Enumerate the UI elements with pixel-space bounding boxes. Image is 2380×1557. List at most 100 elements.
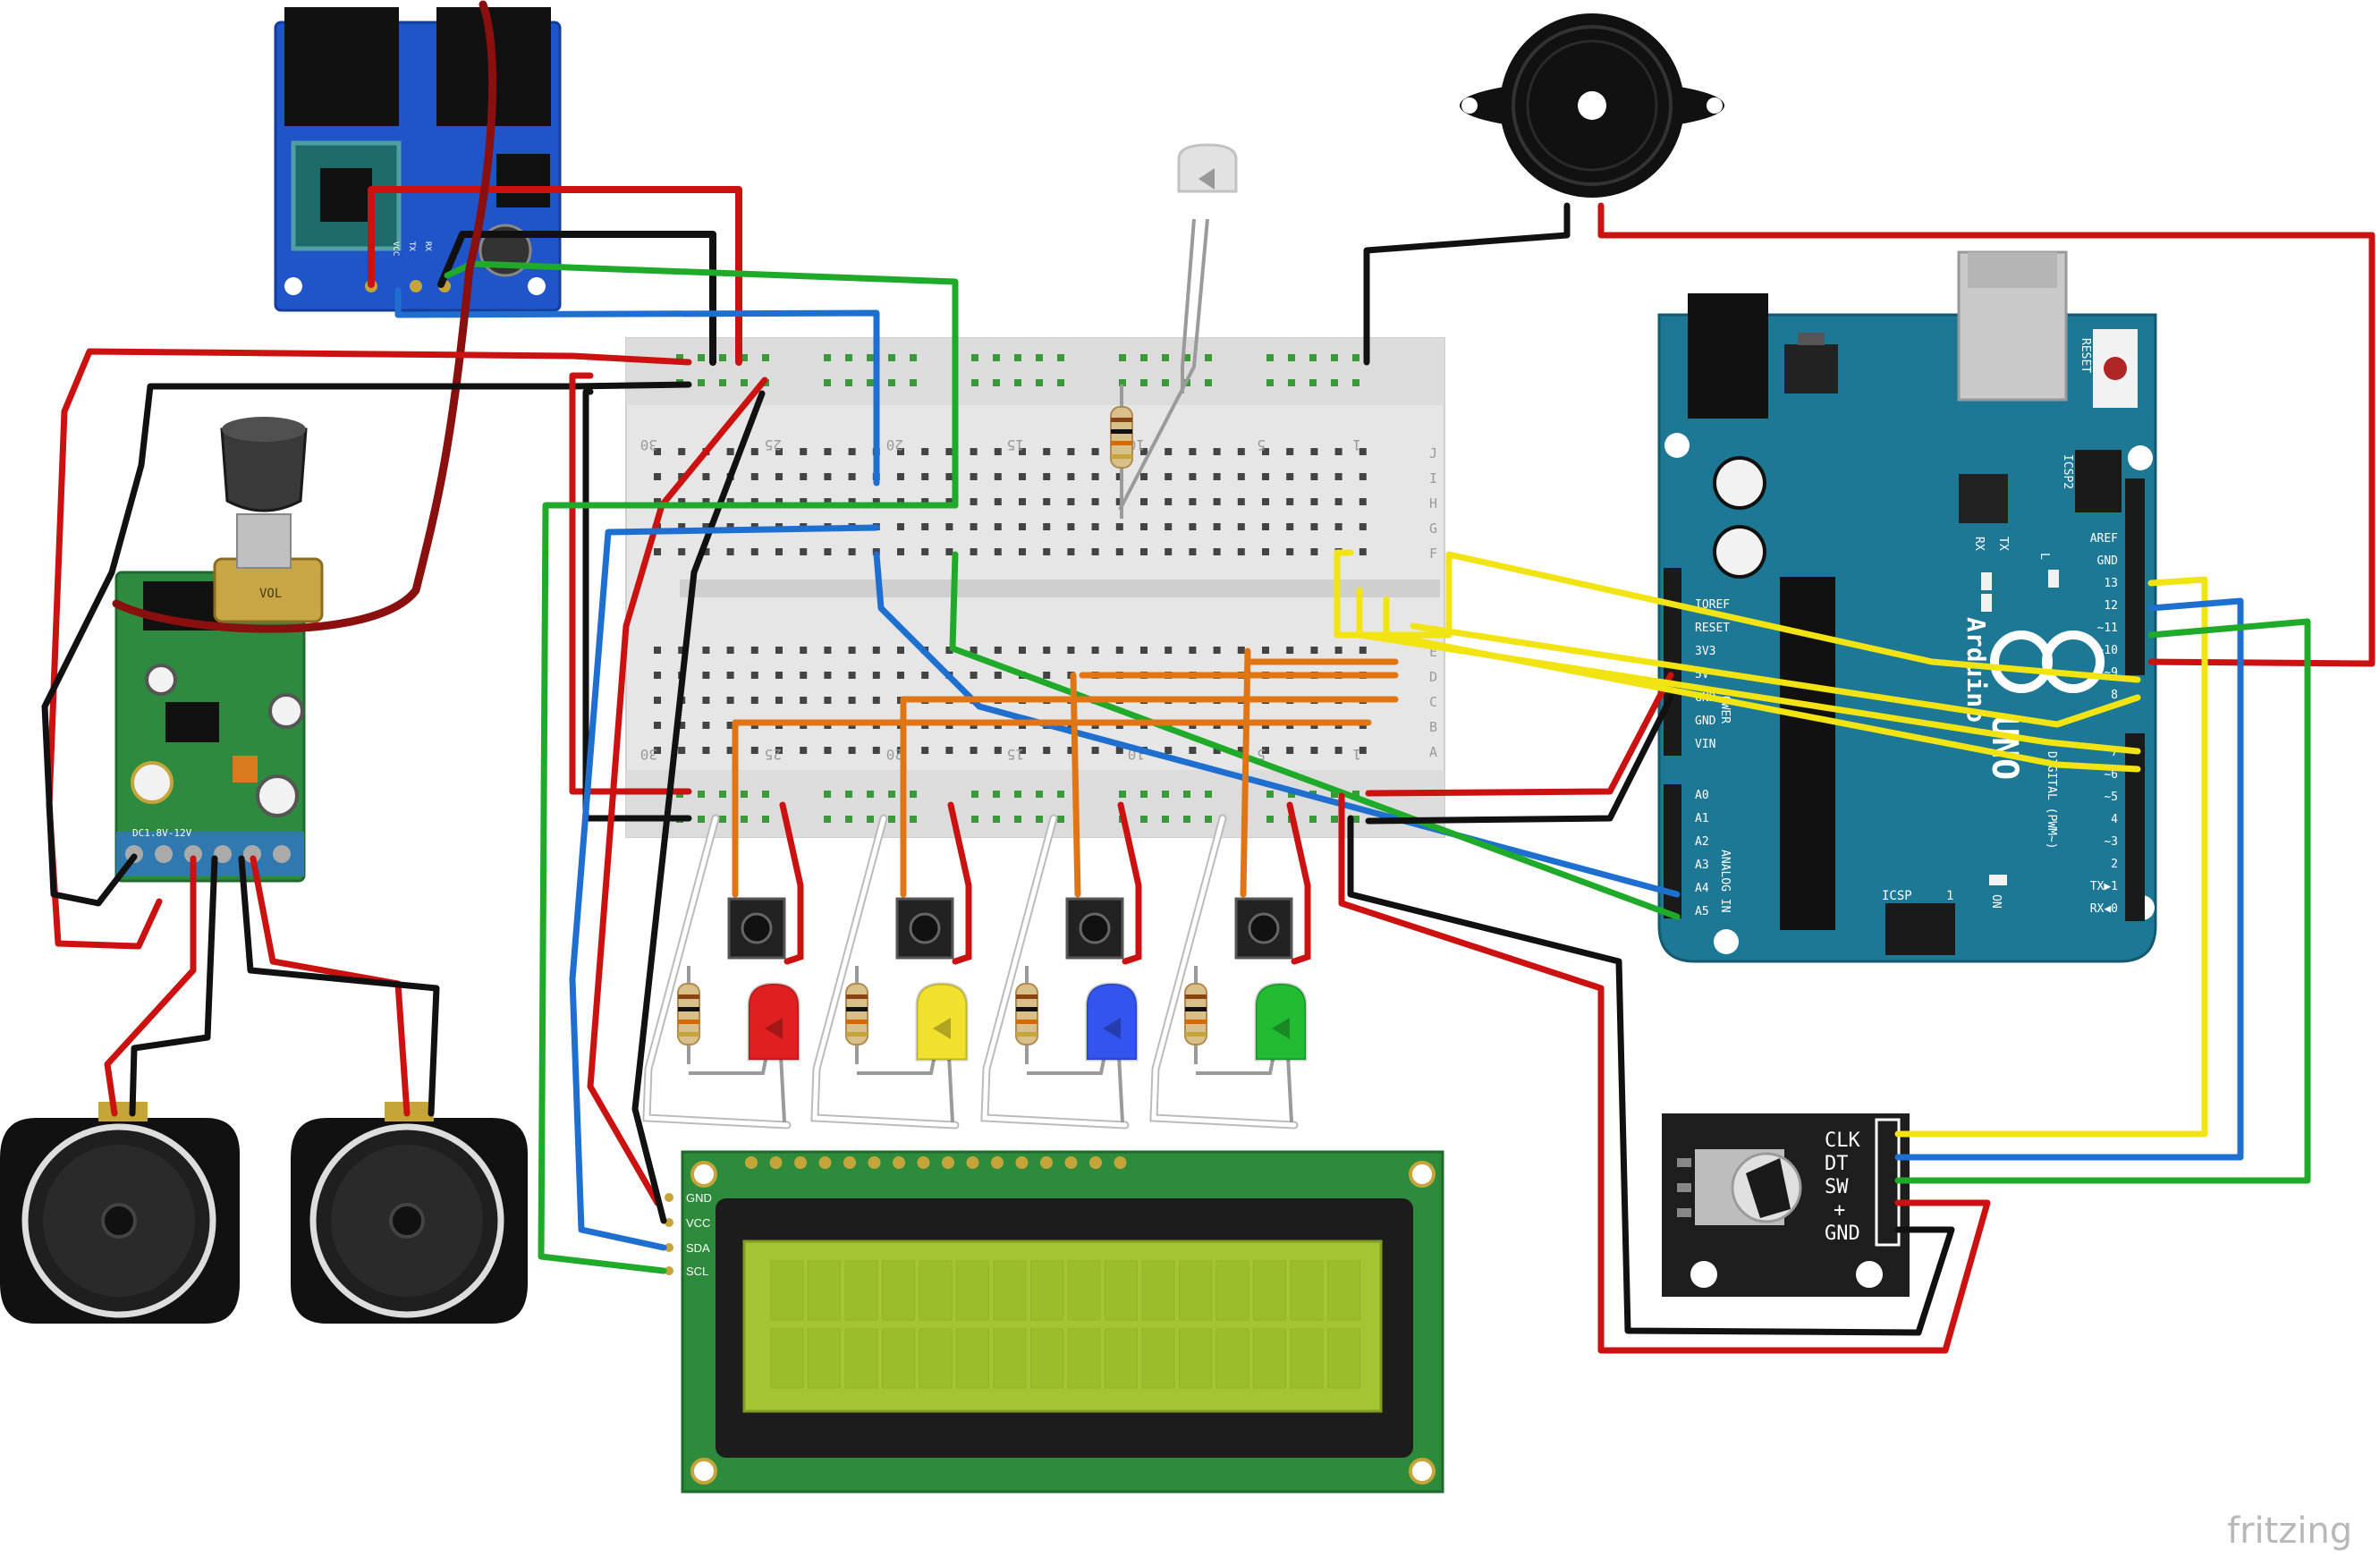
breadboard-hole [775, 672, 783, 679]
icsp2-label: ICSP2 [2061, 454, 2074, 489]
breadboard-rail-hole [867, 354, 874, 361]
led-symbol [1103, 1018, 1121, 1039]
lcd-header-pin [1089, 1156, 1102, 1169]
usb-b-port-top [1968, 252, 2057, 288]
breadboard-hole [1140, 523, 1148, 530]
wire-yellow [1334, 549, 2141, 683]
breadboard-hole [872, 647, 880, 654]
push-button-cap[interactable] [909, 912, 941, 944]
breadboard-hole [897, 647, 904, 654]
breadboard-hole [750, 647, 758, 654]
breadboard-hole [750, 697, 758, 704]
wire-white [644, 816, 790, 1128]
push-button-cap[interactable] [741, 912, 773, 944]
encoder-shaft[interactable] [1746, 1158, 1791, 1218]
breadboard-rail-hole [824, 816, 831, 823]
breadboard-hole [945, 548, 953, 555]
wire-black [631, 390, 766, 1224]
digital-header-top [2125, 478, 2145, 675]
column-number: 15 [1007, 746, 1024, 763]
mounting-hole [690, 1161, 717, 1188]
breadboard-hole [1043, 672, 1051, 679]
resistor-band [678, 994, 699, 999]
lcd-character-cell [956, 1328, 989, 1389]
breadboard-hole [945, 498, 953, 505]
buzzer-mount-hole [1707, 97, 1723, 114]
resistor-band [1016, 1020, 1038, 1024]
analog-header [1664, 784, 1681, 918]
breadboard-rail-hole [1331, 379, 1338, 386]
lcd-character-cell [1141, 1328, 1175, 1389]
breadboard-hole [824, 647, 832, 654]
reset-button-cap[interactable] [2104, 357, 2127, 380]
lcd-header-pin [1064, 1156, 1078, 1169]
breadboard-hole [1286, 473, 1294, 480]
capacitor-top [1716, 460, 1763, 506]
lcd-header-pin [917, 1156, 930, 1169]
breadboard-hole [1189, 448, 1197, 455]
breadboard-rail-hole [1266, 816, 1274, 823]
digital-pin-label: RX◀0 [2090, 902, 2118, 916]
push-button-cap[interactable] [1079, 912, 1111, 944]
lcd-character-cell [1030, 1328, 1063, 1389]
breadboard-hole [1262, 523, 1269, 530]
digital-pin-label: 7 [2111, 746, 2118, 759]
mp3-pin-label: VCC [391, 241, 400, 256]
breadboard-hole [678, 647, 686, 654]
amp-capacitor [131, 761, 174, 804]
breadboard-hole [702, 523, 710, 530]
breadboard-hole [1115, 647, 1123, 654]
digital-pin-label: TX▶1 [2090, 880, 2118, 893]
push-button-cap[interactable] [1248, 912, 1280, 944]
breadboard-rail-hole [1057, 354, 1064, 361]
encoder-pin-label: + [1834, 1199, 1845, 1222]
breadboard-hole [921, 523, 929, 530]
on-label: ON [1989, 894, 2003, 909]
breadboard-hole [872, 498, 880, 505]
breadboard-hole [1115, 473, 1123, 480]
logo-loop-right [2042, 630, 2105, 693]
breadboard-hole [1262, 747, 1269, 754]
lcd-header-pin [1040, 1156, 1053, 1169]
breadboard-hole [1091, 523, 1099, 530]
breadboard-hole [1310, 448, 1318, 455]
amp-terminal-screw [155, 845, 173, 863]
breadboard-hole [872, 672, 880, 679]
breadboard-rail-hole [1205, 379, 1212, 386]
led-leg [1117, 1054, 1124, 1123]
amp-terminals [125, 845, 291, 863]
lcd-pin-label: GND [686, 1191, 712, 1205]
breadboard-hole [1310, 473, 1318, 480]
fritzing-watermark: fritzing [2227, 1510, 2352, 1552]
breadboard-hole [921, 548, 929, 555]
breadboard-rail-hole [1331, 816, 1338, 823]
volume-knob[interactable] [220, 427, 308, 512]
breadboard-hole [1310, 747, 1318, 754]
breadboard-rail-hole [1014, 816, 1021, 823]
breadboard-center-channel [680, 580, 1440, 597]
column-number: 5 [1257, 436, 1266, 453]
lcd-character-cell [882, 1260, 915, 1321]
resistor-band [678, 1020, 699, 1024]
breadboard-hole [775, 448, 783, 455]
mounting-hole [2128, 445, 2153, 470]
breadboard-hole [897, 448, 904, 455]
breadboard-hole [1334, 498, 1342, 505]
breadboard-hole [726, 548, 734, 555]
wire-red [779, 801, 804, 965]
breadboard-hole [1091, 498, 1099, 505]
breadboard-hole [921, 448, 929, 455]
icsp-label: ICSP [1882, 889, 1912, 903]
breadboard-hole [1189, 523, 1197, 530]
breadboard-hole [1140, 473, 1148, 480]
breadboard-hole [824, 473, 832, 480]
breadboard-hole [1359, 747, 1367, 754]
breadboard-hole [994, 498, 1002, 505]
breadboard-hole [1359, 647, 1367, 654]
white-led-symbol [1198, 168, 1215, 190]
breadboard-hole [1165, 647, 1173, 654]
breadboard-hole [1310, 498, 1318, 505]
audio-jack [284, 7, 399, 126]
digital-pin-label: AREF [2090, 532, 2118, 546]
volume-knob-top[interactable] [222, 417, 306, 442]
